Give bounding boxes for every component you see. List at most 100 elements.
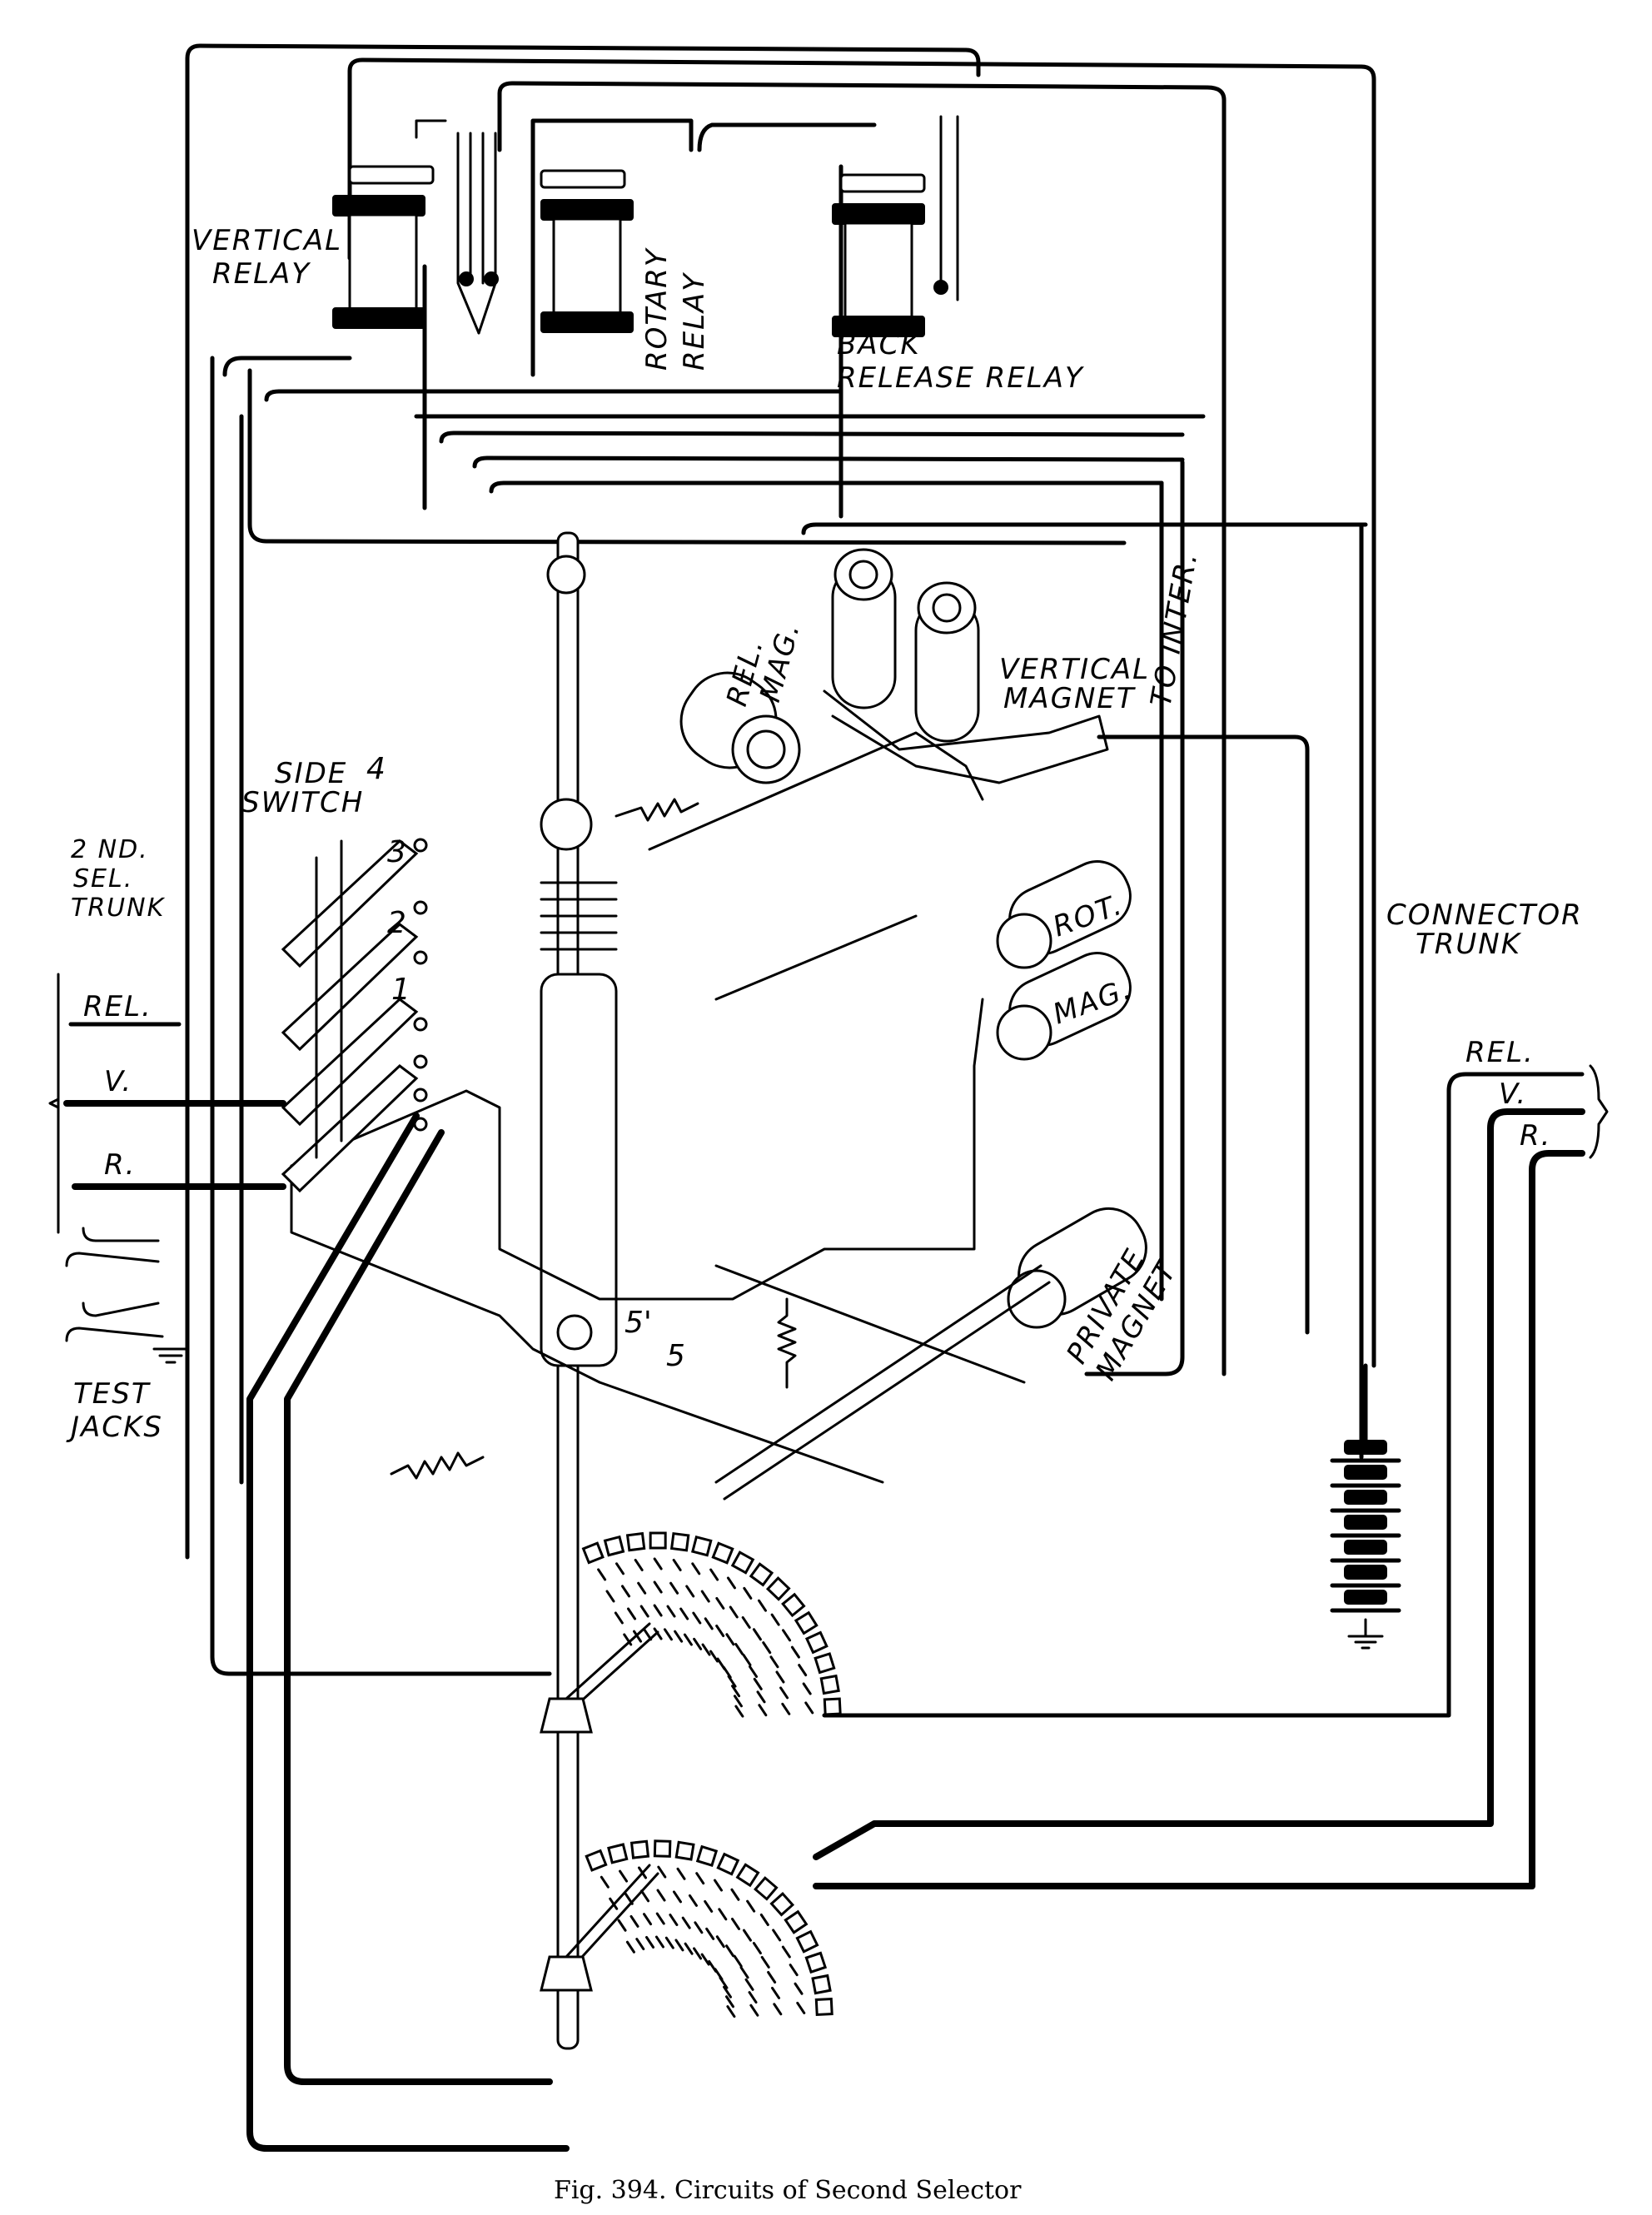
- bank-contacts-lower: [585, 1839, 833, 2018]
- bank-contact-row: [752, 1942, 762, 1955]
- bank-contact-row: [700, 1590, 710, 1603]
- bank-contact-row: [734, 1642, 744, 1655]
- battery-cell: [1344, 1465, 1387, 1480]
- bank-contact-row: [715, 1596, 725, 1610]
- bank-contact-row: [709, 1650, 719, 1663]
- bank-contact-row: [756, 1690, 766, 1704]
- bank-contact: [653, 1839, 672, 1858]
- label-right-trunk-r: R.: [1520, 1119, 1551, 1152]
- bank-contact-row: [758, 1704, 768, 1717]
- frame-plate: [290, 731, 1051, 1501]
- label-vertical-magnet-line1: VERTICAL: [999, 653, 1150, 686]
- bank-contact-row: [653, 1580, 663, 1594]
- bank-contact-row: [684, 1942, 694, 1955]
- bank-contact-row: [789, 1964, 799, 1977]
- bank-contact-row: [733, 1954, 743, 1968]
- bank-contact-row: [656, 1889, 666, 1902]
- bank-contact: [735, 1863, 760, 1888]
- bank-contact-row: [743, 1586, 753, 1600]
- bank-contact-row: [726, 1576, 736, 1590]
- bank-contact-row: [715, 1935, 725, 1949]
- bank-contact-row: [691, 1562, 701, 1575]
- bank-contact: [811, 1974, 832, 1995]
- battery-cell: [1344, 1440, 1387, 1455]
- rotary-relay: [540, 169, 634, 333]
- battery-cell: [1344, 1515, 1387, 1530]
- bank-contact-row: [637, 1866, 647, 1879]
- bank-contact-row: [725, 1633, 735, 1646]
- selector-shaft: [540, 531, 618, 2050]
- vertical-relay: [332, 165, 435, 329]
- bank-contact-row: [627, 1607, 637, 1620]
- bank-contact-row: [759, 1913, 769, 1926]
- label-side-switch-position-2: 2: [387, 906, 406, 940]
- bank-contact-row: [746, 1899, 756, 1913]
- bank-contact: [581, 1541, 605, 1565]
- bank-contact-row: [685, 1585, 695, 1598]
- bank-contact-row: [739, 1966, 749, 1979]
- rel-magnet: [679, 671, 801, 784]
- bank-contact: [674, 1840, 695, 1861]
- label-vertical-relay-line1: VERTICAL: [192, 224, 342, 257]
- bank-contact-row: [633, 1630, 643, 1643]
- bank-contact-row: [600, 1875, 610, 1889]
- bank-contact-row: [605, 1590, 615, 1603]
- battery-cell: [1344, 1540, 1387, 1555]
- bank-contact-row: [790, 1645, 800, 1659]
- bank-contact: [814, 1997, 833, 2017]
- bank-contact-row: [664, 1936, 674, 1949]
- label-side-switch-line1: SIDE: [275, 757, 347, 790]
- bank-contact: [819, 1674, 840, 1695]
- bank-contact-row: [722, 1985, 732, 1998]
- bank-contact-row: [802, 1682, 812, 1695]
- bank-contact-row: [695, 1872, 705, 1885]
- bank-contact-row: [653, 1557, 663, 1570]
- bank-contact-row: [700, 1953, 710, 1966]
- bank-contact: [814, 1652, 836, 1675]
- bank-contact-row: [798, 1664, 808, 1677]
- bank-contact: [695, 1844, 719, 1868]
- connector-trunk-wiring: [813, 1064, 1609, 1889]
- bank-contact-row: [681, 1916, 691, 1929]
- bank-contact: [769, 1892, 795, 1917]
- bank-contact: [804, 1951, 828, 1974]
- bank-contact: [625, 1531, 646, 1552]
- bank-contact-row: [705, 1927, 715, 1940]
- bank-contact: [804, 1630, 828, 1655]
- bank-contact: [749, 1562, 774, 1587]
- bank-contact-row: [725, 1944, 735, 1958]
- label-left-trunk-rel: REL.: [83, 990, 152, 1023]
- bank-contact-row: [715, 1624, 725, 1637]
- label-side-switch-position-1: 1: [391, 973, 411, 1007]
- bank-contact-row: [741, 1615, 751, 1629]
- bank-contact: [754, 1876, 779, 1901]
- bank-contact-row: [796, 2001, 806, 2014]
- bank-contact-row: [694, 1921, 704, 1934]
- side-switch: [281, 838, 428, 1193]
- bank-contact-row: [683, 1633, 693, 1646]
- label-left-trunk-v: V.: [104, 1065, 132, 1098]
- bank-contact-row: [762, 1641, 772, 1655]
- label-side-switch-position-4: 4: [366, 752, 386, 786]
- bank-contact-row: [643, 1628, 653, 1641]
- label-test-jacks-line1: TEST: [73, 1377, 151, 1411]
- bank-contact-row: [624, 1892, 634, 1905]
- bank-contact: [823, 1697, 842, 1716]
- label-connector-trunk-line2: TRUNK: [1416, 928, 1522, 961]
- bank-contact-row: [752, 1628, 762, 1641]
- bank-contact-row: [742, 1653, 752, 1666]
- label-2nd-sel-trunk-line1: 2 ND.: [71, 835, 149, 864]
- bank-contact-row: [666, 1605, 676, 1618]
- bank-contact-row: [625, 1940, 635, 1954]
- bank-contact-row: [749, 1665, 759, 1678]
- bank-contact-row: [679, 1607, 689, 1620]
- bank-contact-row: [654, 1935, 664, 1949]
- bank-contact-row: [734, 1705, 744, 1718]
- battery-cell: [1344, 1490, 1387, 1505]
- label-2nd-sel-trunk-line2: SEL.: [73, 864, 133, 893]
- bank-contact-row: [617, 1919, 627, 1932]
- bank-contact-row: [676, 1867, 686, 1880]
- bank-contact-row: [770, 1613, 780, 1626]
- bank-contact-row: [730, 1888, 740, 1901]
